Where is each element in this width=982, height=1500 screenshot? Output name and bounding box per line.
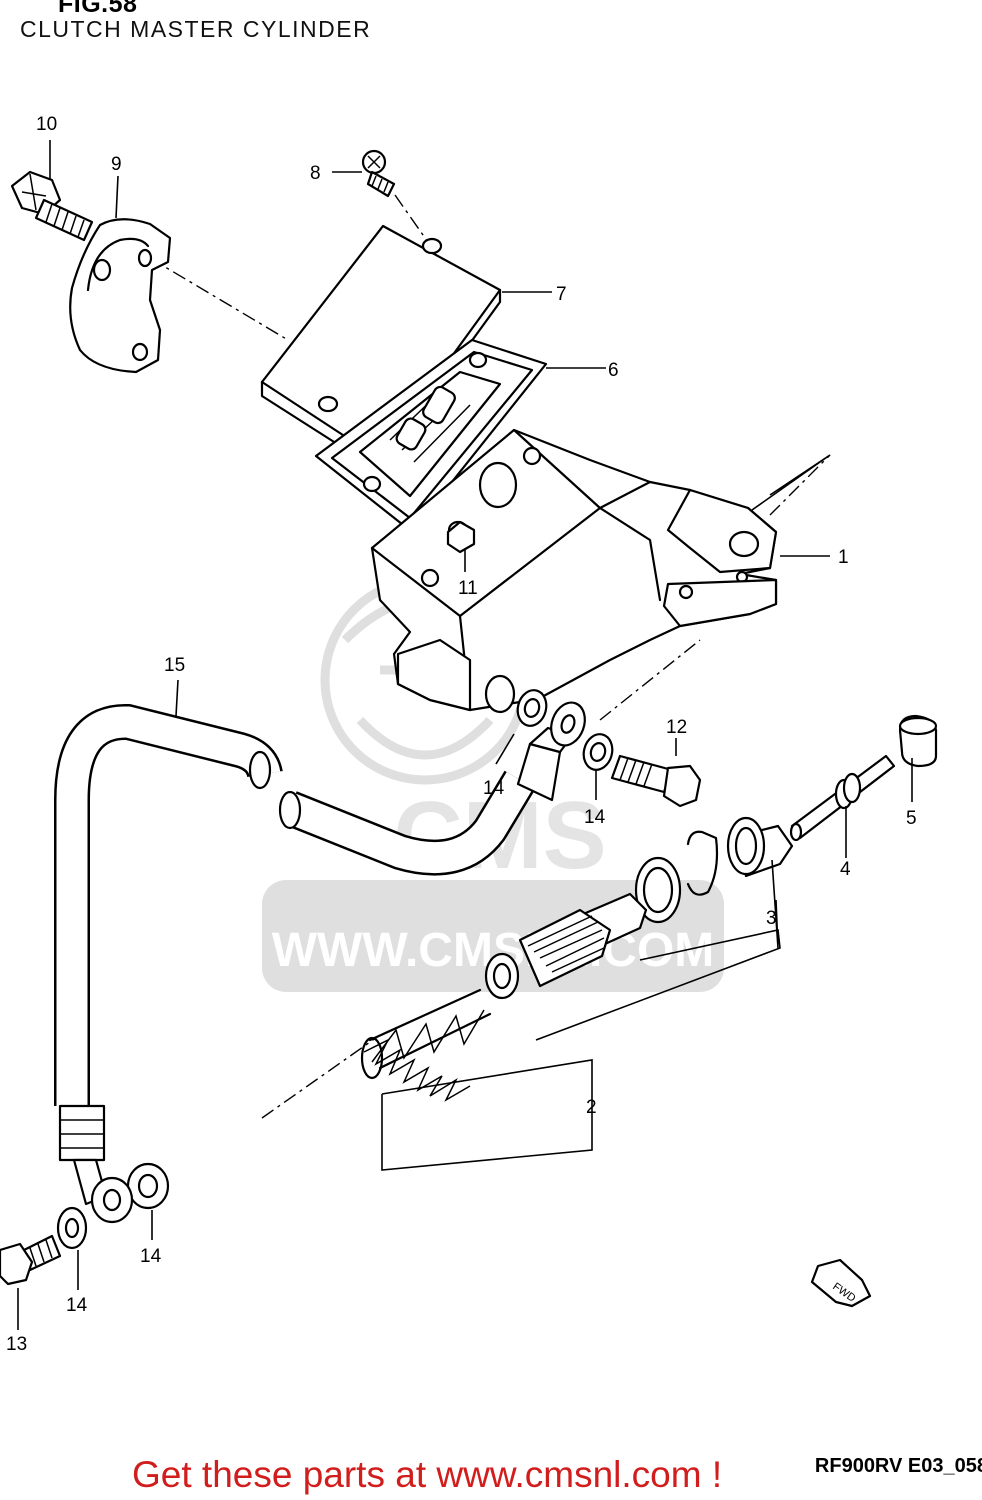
callout-4: 4 <box>840 859 851 880</box>
leader-lines <box>17 140 913 1330</box>
callout-1: 1 <box>838 547 849 568</box>
part-5-boot <box>898 714 938 768</box>
callout-14d: 14 <box>66 1295 88 1316</box>
callout-2: 2 <box>586 1097 597 1118</box>
fwd-arrow-icon: FWD <box>810 1258 872 1308</box>
part-9-clamp <box>69 218 172 374</box>
callout-15: 15 <box>164 655 185 676</box>
callout-7: 7 <box>556 284 567 305</box>
callout-14b: 14 <box>584 807 606 828</box>
part-3-piston-set <box>634 816 794 924</box>
part-1-master-cylinder <box>370 428 778 714</box>
figure-title: FIG.58 <box>58 0 138 18</box>
callout-9: 9 <box>111 154 122 175</box>
part-4-pushrod <box>789 754 896 842</box>
callouts: 1 2 3 4 5 6 7 8 9 10 11 12 13 14 14 14 1… <box>6 114 917 1355</box>
part-11-nut <box>446 520 476 554</box>
callout-3: 3 <box>766 908 777 929</box>
callout-6: 6 <box>608 360 619 381</box>
part-12-union-bolt <box>610 754 702 808</box>
plate-code: RF900RV E03_058 <box>814 1455 982 1477</box>
callout-12: 12 <box>666 717 687 738</box>
figure-subtitle: CLUTCH MASTER CYLINDER <box>20 16 372 42</box>
callout-14c: 14 <box>140 1246 162 1267</box>
callout-11: 11 <box>458 578 478 599</box>
part-6-diaphragm <box>314 338 548 534</box>
part-15-hose <box>54 701 586 1224</box>
callout-13: 13 <box>6 1334 27 1355</box>
callout-14a: 14 <box>483 778 505 799</box>
part-2-piston-spring <box>360 892 648 1102</box>
callout-10: 10 <box>36 114 57 135</box>
part-10-bolt <box>10 170 94 242</box>
callout-8: 8 <box>310 163 321 184</box>
cmsnl-link[interactable]: Get these parts at www.cmsnl.com ! <box>132 1454 723 1495</box>
alignment-lines <box>149 194 831 1119</box>
part-13-union-bolt <box>0 1234 62 1286</box>
callout-5: 5 <box>906 808 917 829</box>
part-8-screw <box>361 149 396 198</box>
part-14-washers <box>56 689 614 1250</box>
